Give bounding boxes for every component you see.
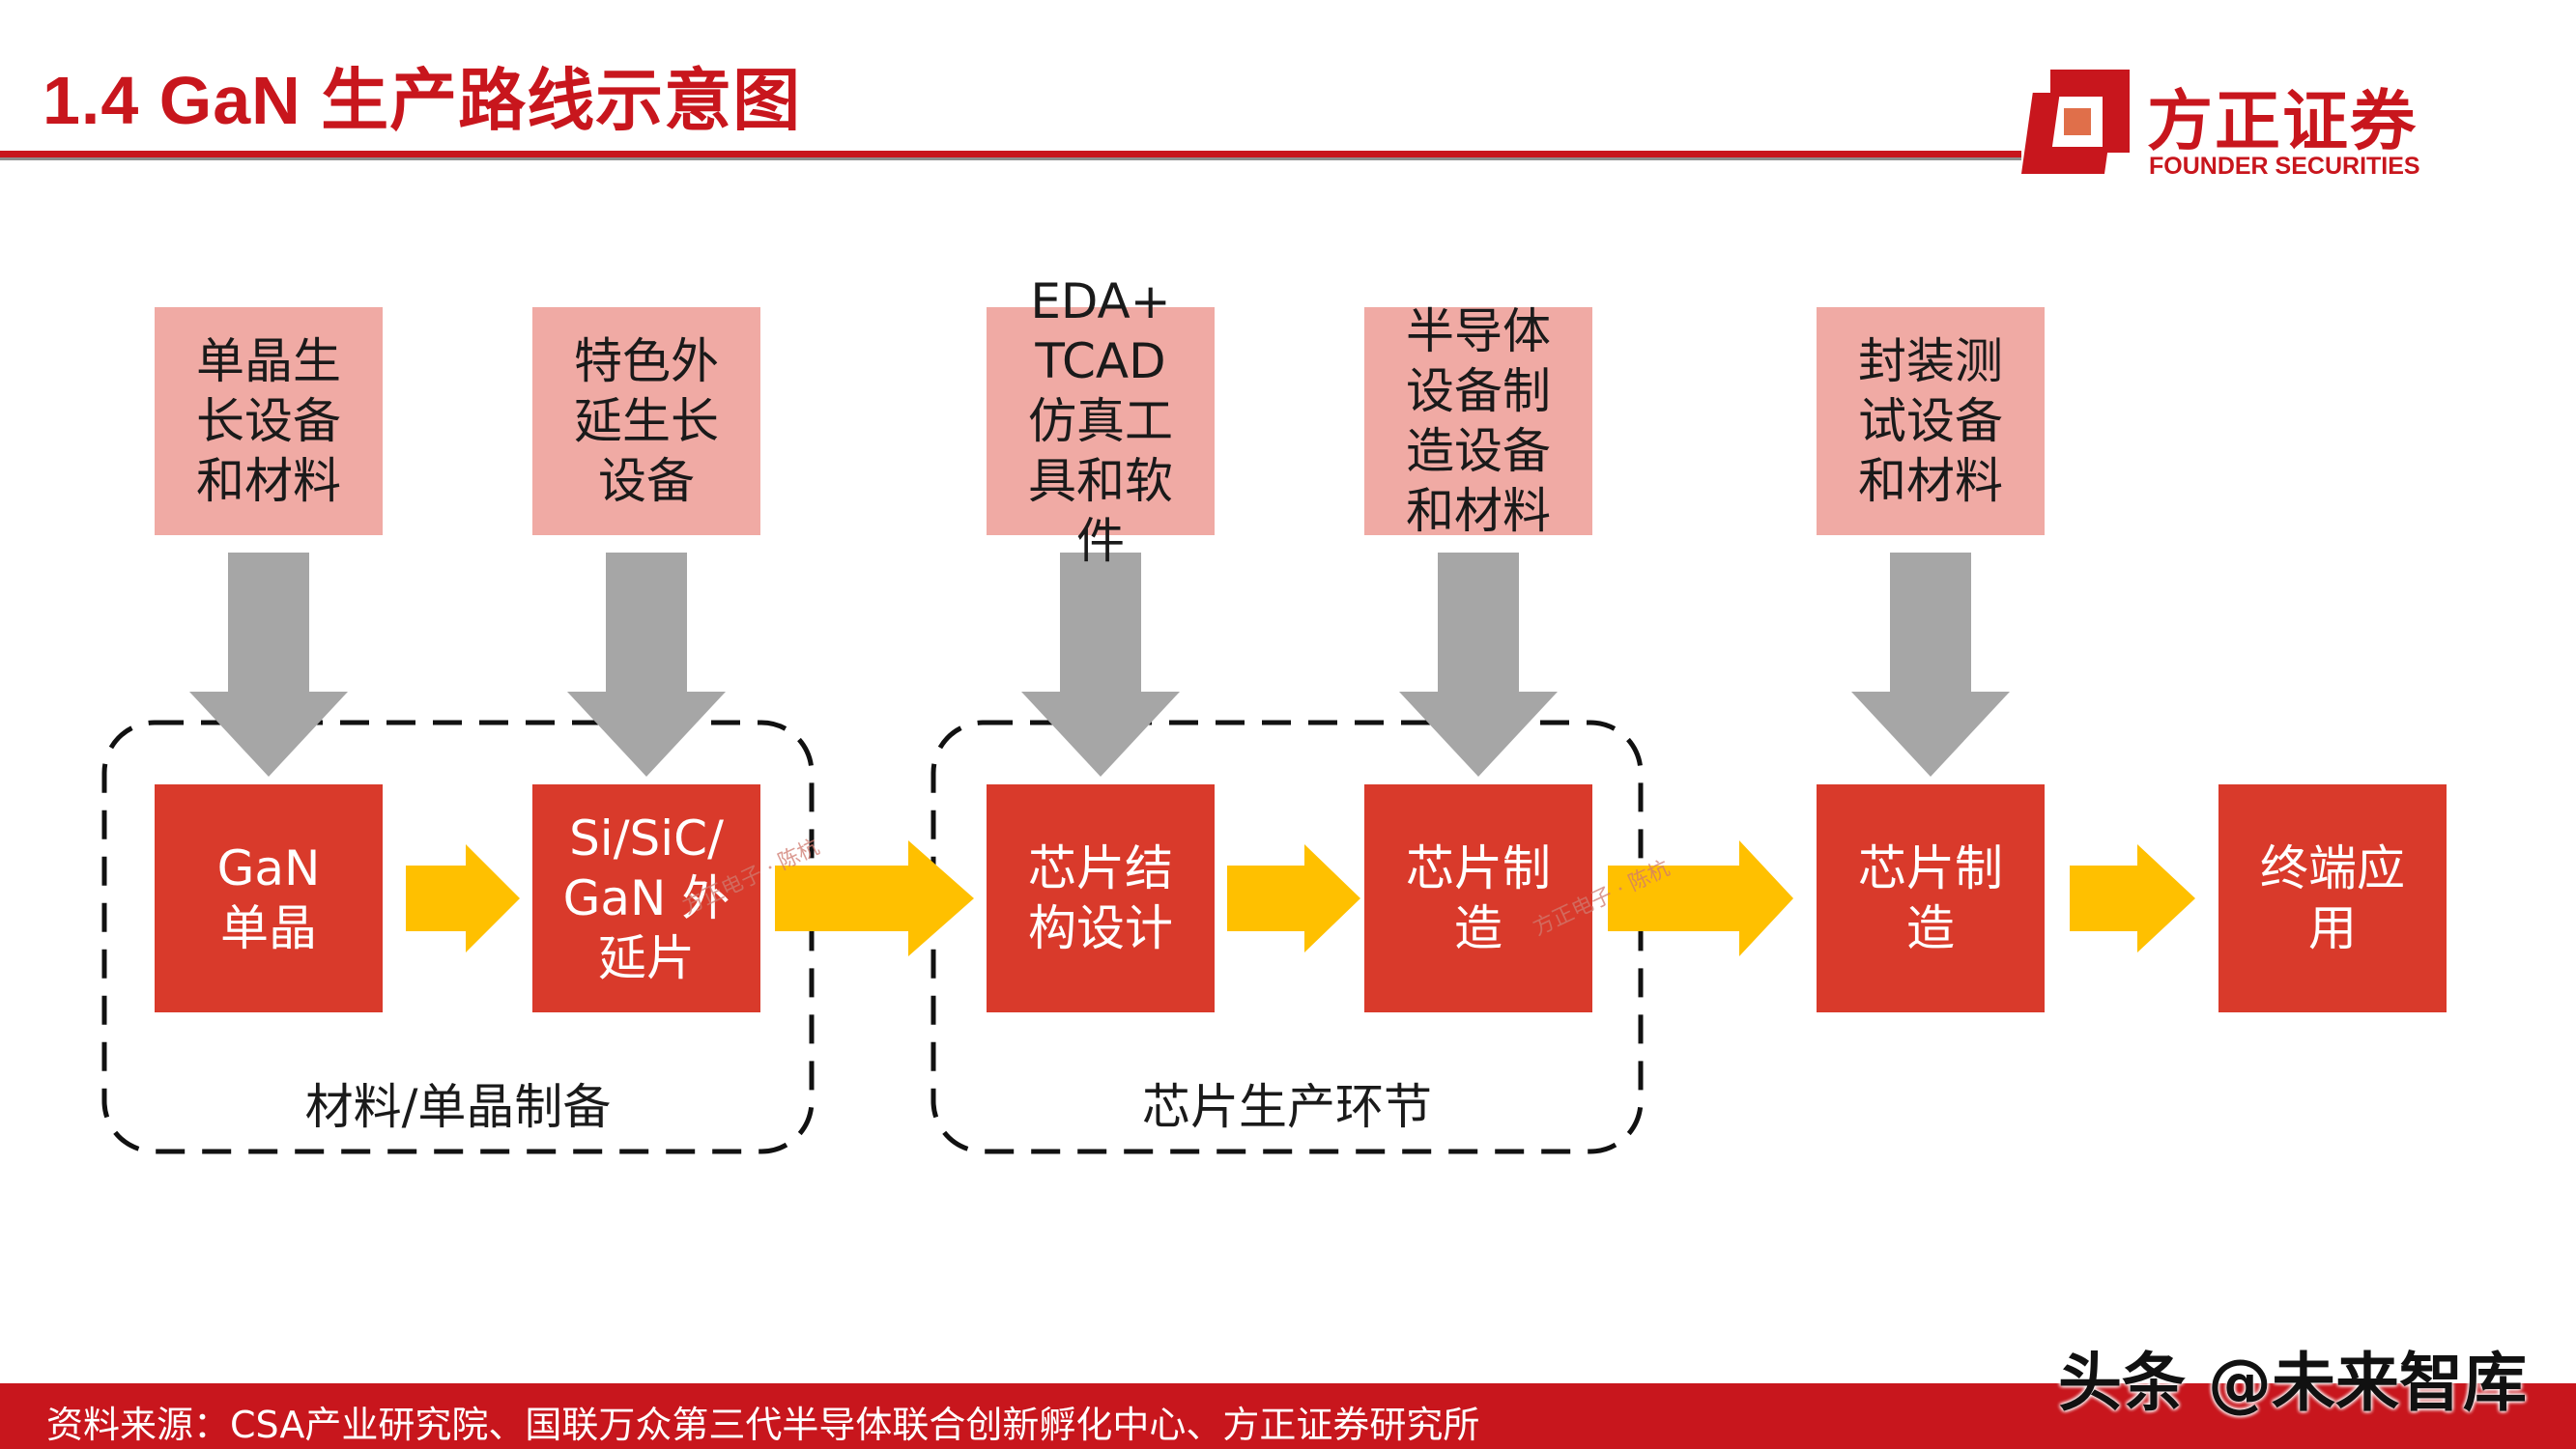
input-label: 单晶生长设备和材料 bbox=[196, 333, 341, 509]
input-box-packaging-equipment: 封装测试设备和材料 bbox=[1817, 307, 2045, 535]
input-label: 特色外延生长设备 bbox=[574, 333, 719, 509]
input-box-epitaxy-equipment: 特色外延生长设备 bbox=[532, 307, 760, 535]
flow-arrow-3 bbox=[1227, 844, 1360, 952]
stage-box-chip-fab: 芯片制造 bbox=[1364, 784, 1592, 1012]
down-arrow-5 bbox=[1851, 553, 2010, 777]
input-box-eda-tools: EDA+TCAD仿真工具和软件 bbox=[987, 273, 1215, 569]
logo-english-name: FOUNDER SECURITIES bbox=[2149, 153, 2420, 180]
stage-label: 芯片制造 bbox=[1406, 840, 1551, 956]
group-label-material: 材料/单晶制备 bbox=[304, 1079, 612, 1135]
input-label: 半导体设备制造设备和材料 bbox=[1406, 303, 1551, 539]
flow-arrow-2 bbox=[775, 840, 974, 956]
flow-arrow-1 bbox=[406, 844, 520, 952]
input-label: EDA+TCAD仿真工具和软件 bbox=[1028, 273, 1173, 569]
down-arrow-2 bbox=[567, 553, 726, 777]
flow-arrow-4 bbox=[1608, 840, 1793, 956]
stage-box-gan-crystal: GaN 单晶 bbox=[155, 784, 383, 1012]
group-label-chip: 芯片生产环节 bbox=[1142, 1079, 1432, 1135]
flow-arrow-5 bbox=[2070, 844, 2195, 952]
input-box-crystal-equipment: 单晶生长设备和材料 bbox=[155, 307, 383, 535]
overlay-watermark: 头条 @未来智库 bbox=[2058, 1346, 2527, 1420]
stage-box-end-application: 终端应用 bbox=[2218, 784, 2447, 1012]
footer-source: 资料来源：CSA产业研究院、国联万众第三代半导体联合创新孵化中心、方正证券研究所 bbox=[46, 1404, 1480, 1446]
founder-logo-icon bbox=[2021, 70, 2130, 174]
stage-label: 终端应用 bbox=[2260, 840, 2405, 956]
stage-label: 芯片结构设计 bbox=[1028, 840, 1173, 956]
down-arrow-1 bbox=[189, 553, 348, 777]
stage-box-chip-packaging: 芯片制造 bbox=[1817, 784, 2045, 1012]
title-underline-shadow bbox=[0, 157, 2021, 160]
down-arrow-3 bbox=[1021, 553, 1180, 777]
down-arrow-4 bbox=[1399, 553, 1558, 777]
stage-label: Si/SiC/ GaN 外延片 bbox=[562, 810, 730, 986]
logo-name: 方正证券 bbox=[2147, 84, 2419, 160]
title-underline bbox=[0, 151, 2021, 157]
footer-bar: 资料来源：CSA产业研究院、国联万众第三代半导体联合创新孵化中心、方正证券研究所 bbox=[0, 1383, 2576, 1449]
stage-label: GaN 单晶 bbox=[216, 840, 321, 956]
stage-box-chip-design: 芯片结构设计 bbox=[987, 784, 1215, 1012]
input-label: 封装测试设备和材料 bbox=[1858, 333, 2003, 509]
company-logo: 方正证券 FOUNDER SECURITIES bbox=[2021, 60, 2456, 185]
input-box-fab-equipment: 半导体设备制造设备和材料 bbox=[1364, 303, 1592, 539]
group-outline-material bbox=[101, 720, 815, 1154]
stage-label: 芯片制造 bbox=[1858, 840, 2003, 956]
page-title: 1.4 GaN 生产路线示意图 bbox=[43, 63, 802, 138]
stage-box-epitaxial-wafer: Si/SiC/ GaN 外延片 bbox=[532, 784, 760, 1012]
group-outline-chip bbox=[930, 720, 1644, 1154]
